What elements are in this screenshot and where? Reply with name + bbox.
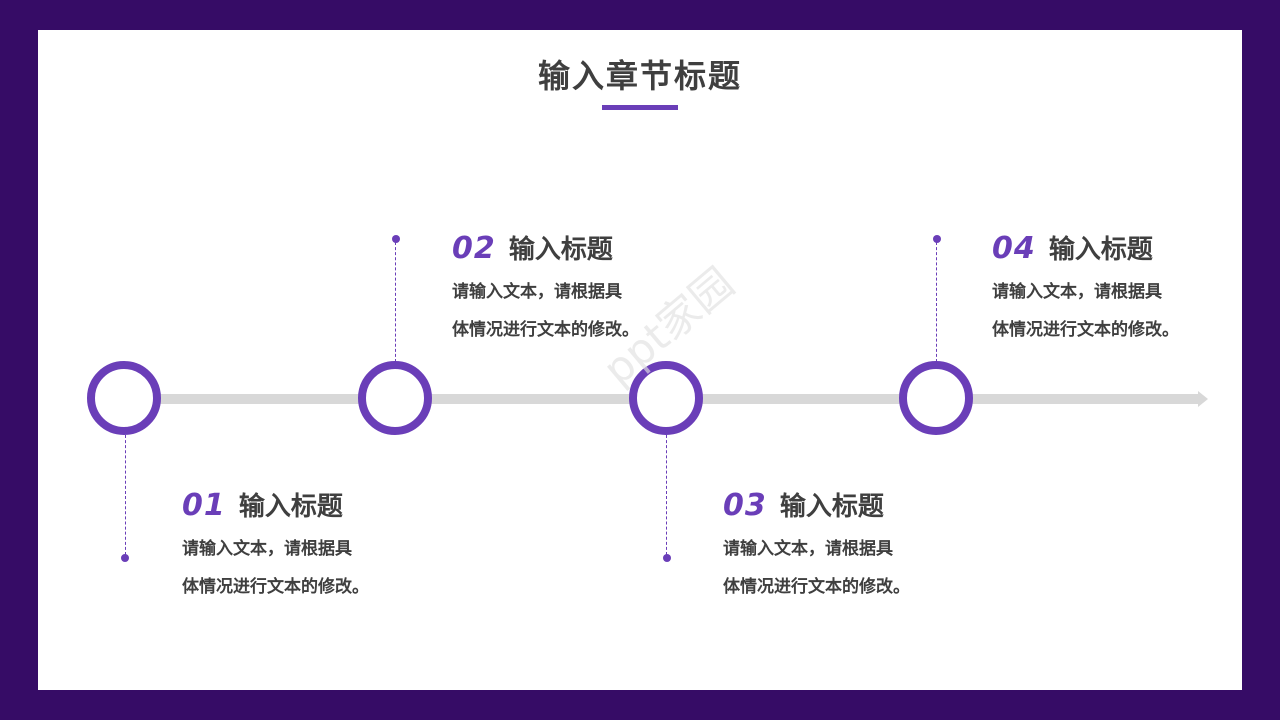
description-line: 体情况进行文本的修改。 (723, 577, 910, 597)
description-line: 请输入文本，请根据具 (182, 539, 352, 559)
slide-canvas: 输入章节标题 01 输入标题 请输入文本，请根据具 体情况进行文本的修改。 02… (38, 30, 1242, 690)
timeline-item-number: 02 (452, 231, 496, 266)
section-title: 输入章节标题 (537, 57, 742, 95)
timeline-item-1: 01 输入标题 请输入文本，请根据具 体情况进行文本的修改。 (182, 486, 452, 606)
connector-line-1 (125, 435, 126, 555)
title-underline (602, 105, 678, 110)
description-line: 体情况进行文本的修改。 (992, 320, 1179, 340)
timeline-item-header: 04 输入标题 (992, 229, 1262, 269)
connector-dot-3 (663, 554, 671, 562)
connector-line-3 (666, 435, 667, 555)
timeline-item-description: 请输入文本，请根据具 体情况进行文本的修改。 (182, 530, 452, 606)
timeline-item-title: 输入标题 (779, 492, 884, 522)
timeline-item-title: 输入标题 (238, 492, 343, 522)
timeline-item-number: 04 (992, 231, 1036, 266)
connector-dot-2 (392, 235, 400, 243)
connector-line-2 (395, 242, 396, 362)
timeline-item-number: 03 (723, 488, 767, 523)
connector-dot-4 (933, 235, 941, 243)
connector-line-4 (936, 242, 937, 362)
description-line: 请输入文本，请根据具 (723, 539, 893, 559)
timeline-node-4 (899, 361, 973, 435)
timeline-arrow-icon (1198, 391, 1208, 407)
timeline-item-title: 输入标题 (1048, 235, 1153, 265)
timeline-item-header: 01 输入标题 (182, 486, 452, 526)
connector-dot-1 (121, 554, 129, 562)
description-line: 体情况进行文本的修改。 (452, 320, 639, 340)
timeline-item-number: 01 (182, 488, 226, 523)
timeline-item-2: 02 输入标题 请输入文本，请根据具 体情况进行文本的修改。 (452, 229, 722, 349)
timeline-item-header: 02 输入标题 (452, 229, 722, 269)
timeline-node-1 (87, 361, 161, 435)
timeline-node-2 (358, 361, 432, 435)
timeline-item-4: 04 输入标题 请输入文本，请根据具 体情况进行文本的修改。 (992, 229, 1262, 349)
timeline-item-title: 输入标题 (508, 235, 613, 265)
description-line: 体情况进行文本的修改。 (182, 577, 369, 597)
timeline-item-description: 请输入文本，请根据具 体情况进行文本的修改。 (723, 530, 993, 606)
timeline-node-3 (629, 361, 703, 435)
timeline-item-description: 请输入文本，请根据具 体情况进行文本的修改。 (992, 273, 1262, 349)
timeline-item-description: 请输入文本，请根据具 体情况进行文本的修改。 (452, 273, 722, 349)
timeline-item-3: 03 输入标题 请输入文本，请根据具 体情况进行文本的修改。 (723, 486, 993, 606)
description-line: 请输入文本，请根据具 (992, 282, 1162, 302)
description-line: 请输入文本，请根据具 (452, 282, 622, 302)
timeline-item-header: 03 输入标题 (723, 486, 993, 526)
